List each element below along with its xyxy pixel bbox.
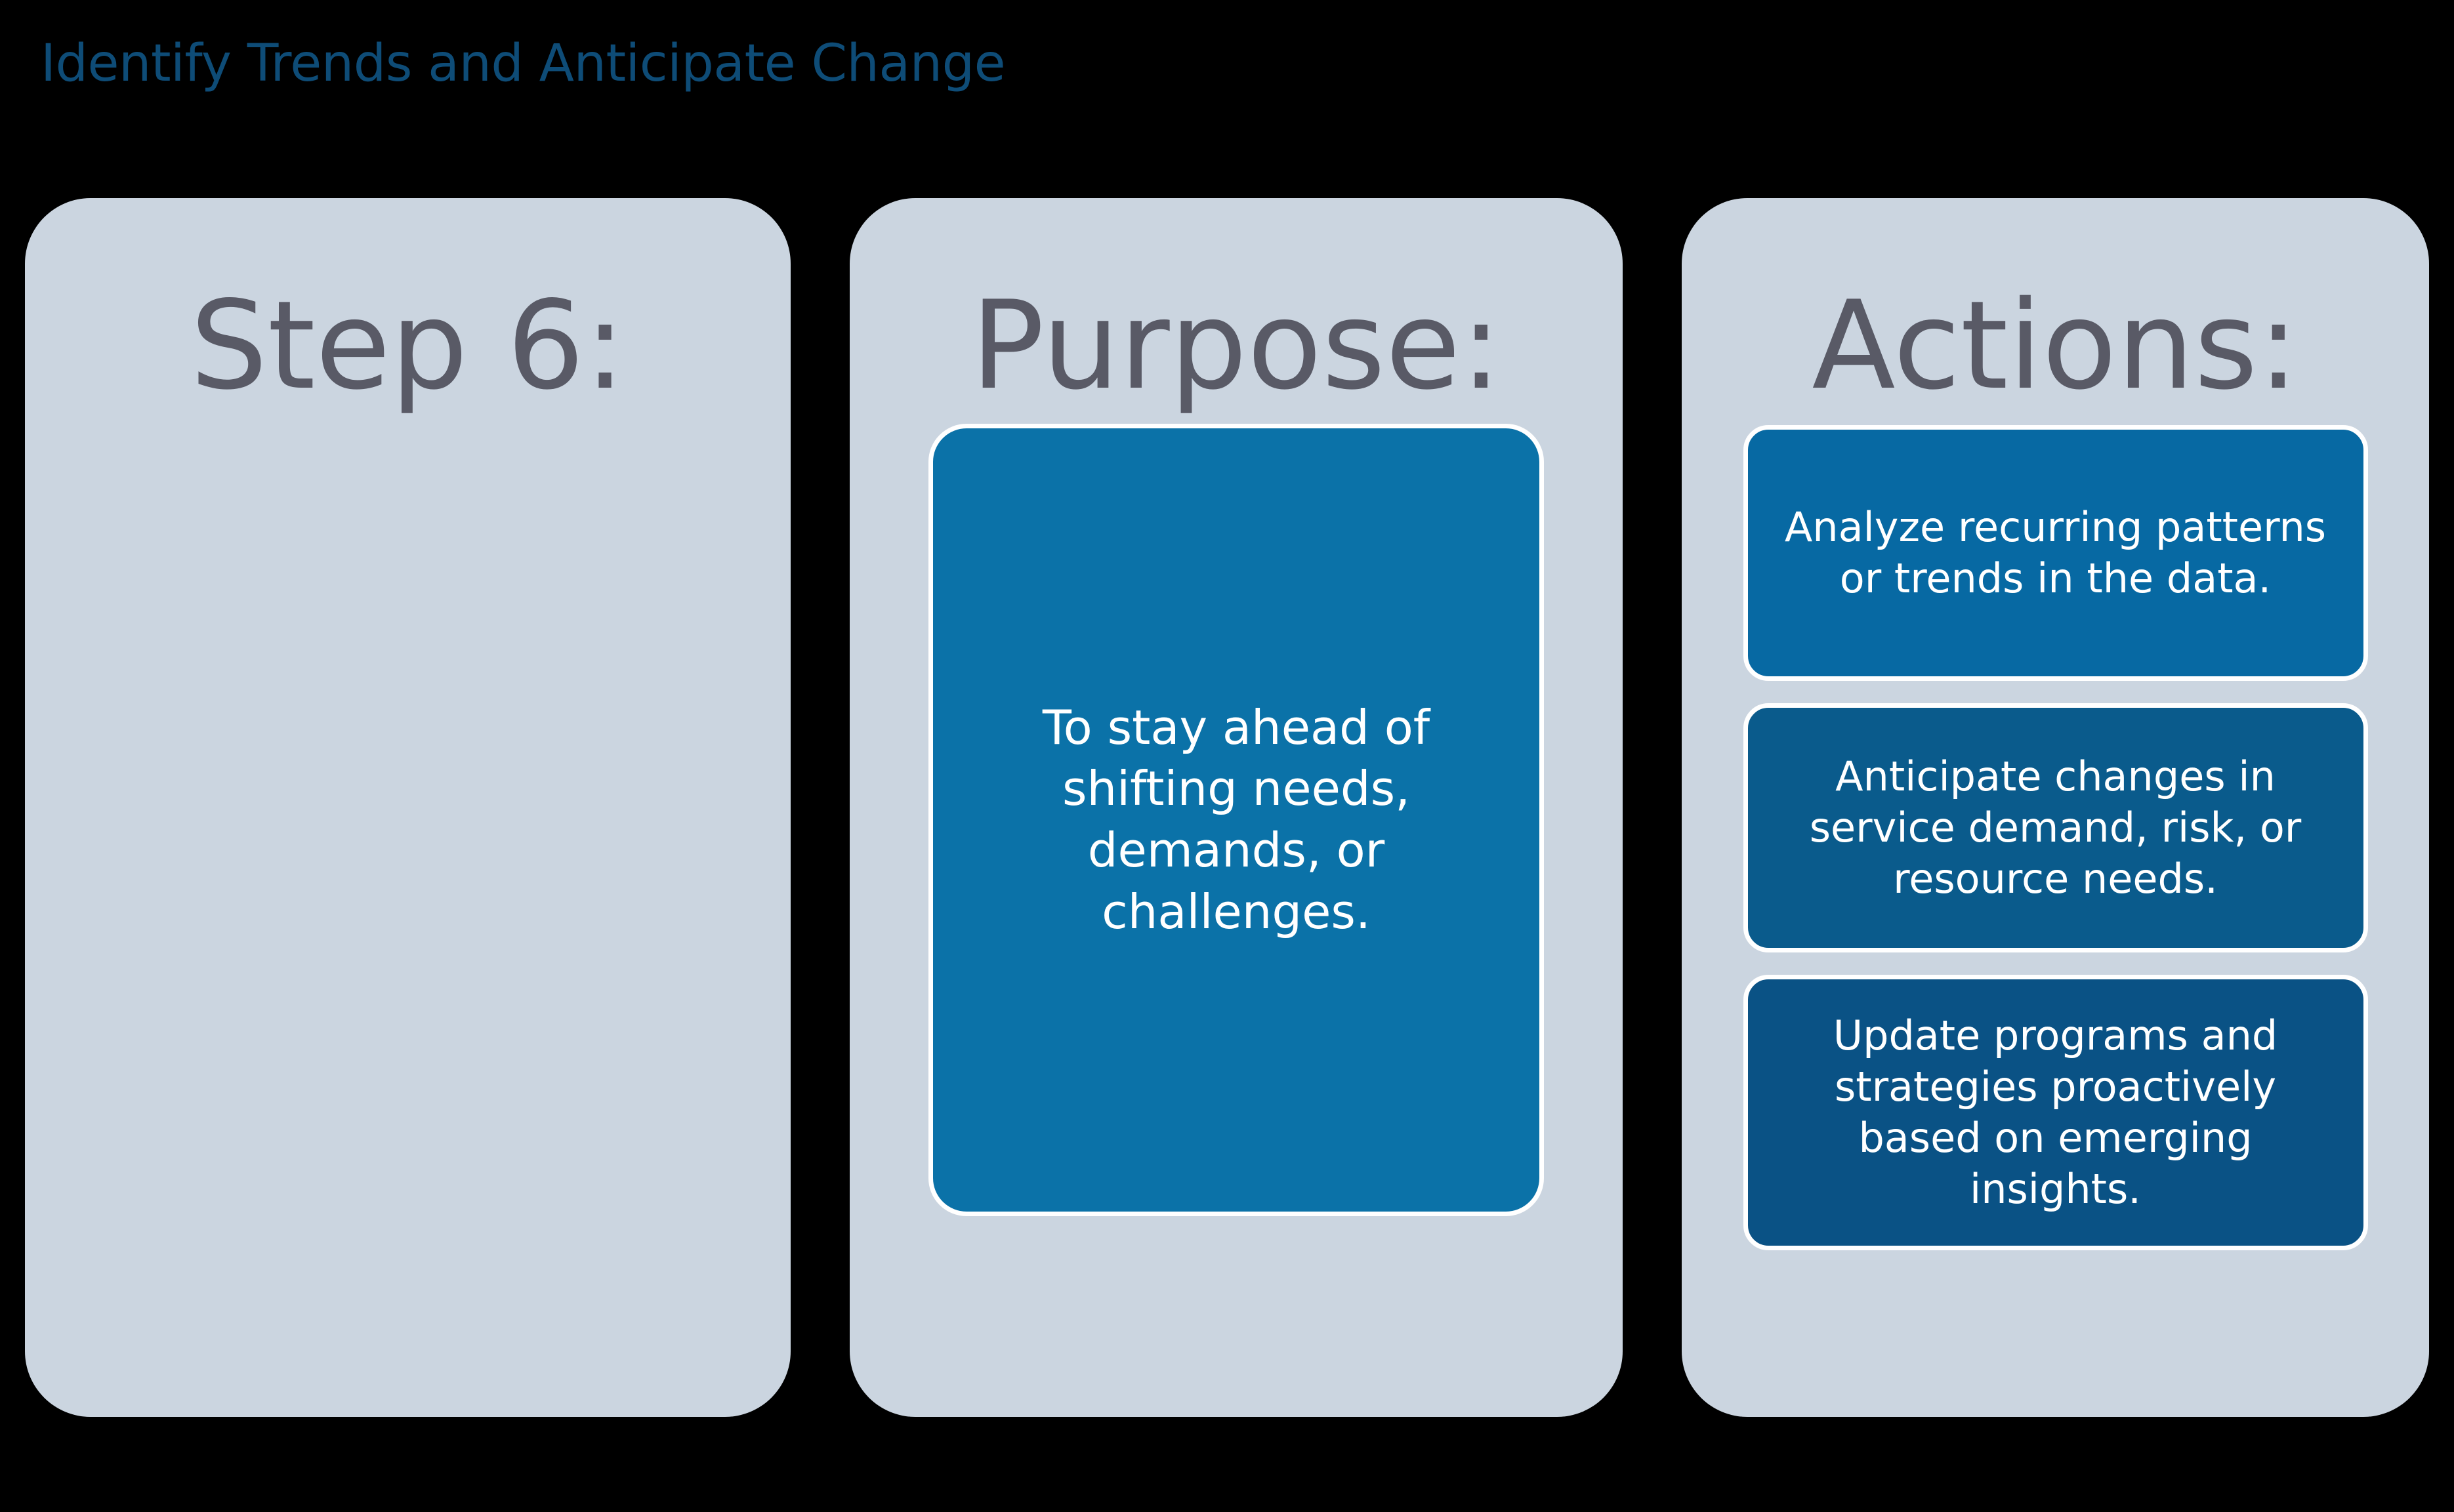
- purpose-card-heading: Purpose:: [970, 274, 1502, 417]
- actions-card[interactable]: Actions: Analyze recurring patterns or t…: [1682, 198, 2429, 1417]
- action-panel-1[interactable]: Analyze recurring patterns or trends in …: [1743, 425, 2368, 681]
- step-card[interactable]: Step 6:: [25, 198, 791, 1417]
- action-panel-2[interactable]: Anticipate changes in service demand, ri…: [1743, 703, 2368, 952]
- action-panel-3[interactable]: Update programs and strategies proactive…: [1743, 975, 2368, 1250]
- action-panel-3-text: Update programs and strategies proactive…: [1833, 1011, 2278, 1214]
- actions-card-heading: Actions:: [1812, 274, 2299, 417]
- action-panel-1-text: Analyze recurring patterns or trends in …: [1784, 502, 2327, 602]
- purpose-card-body: To stay ahead of shifting needs, demands…: [850, 407, 1623, 1417]
- slide-title: Identify Trends and Anticipate Change: [41, 34, 1006, 93]
- purpose-panel[interactable]: To stay ahead of shifting needs, demands…: [928, 424, 1544, 1216]
- action-panel-2-text: Anticipate changes in service demand, ri…: [1809, 752, 2302, 903]
- actions-card-body: Analyze recurring patterns or trends in …: [1682, 407, 2429, 1417]
- purpose-panel-text: To stay ahead of shifting needs, demands…: [1042, 699, 1430, 939]
- purpose-card[interactable]: Purpose: To stay ahead of shifting needs…: [850, 198, 1623, 1417]
- card-rail: Step 6: Purpose: To stay ahead of shifti…: [25, 198, 2429, 1417]
- step-card-heading: Step 6:: [190, 274, 626, 417]
